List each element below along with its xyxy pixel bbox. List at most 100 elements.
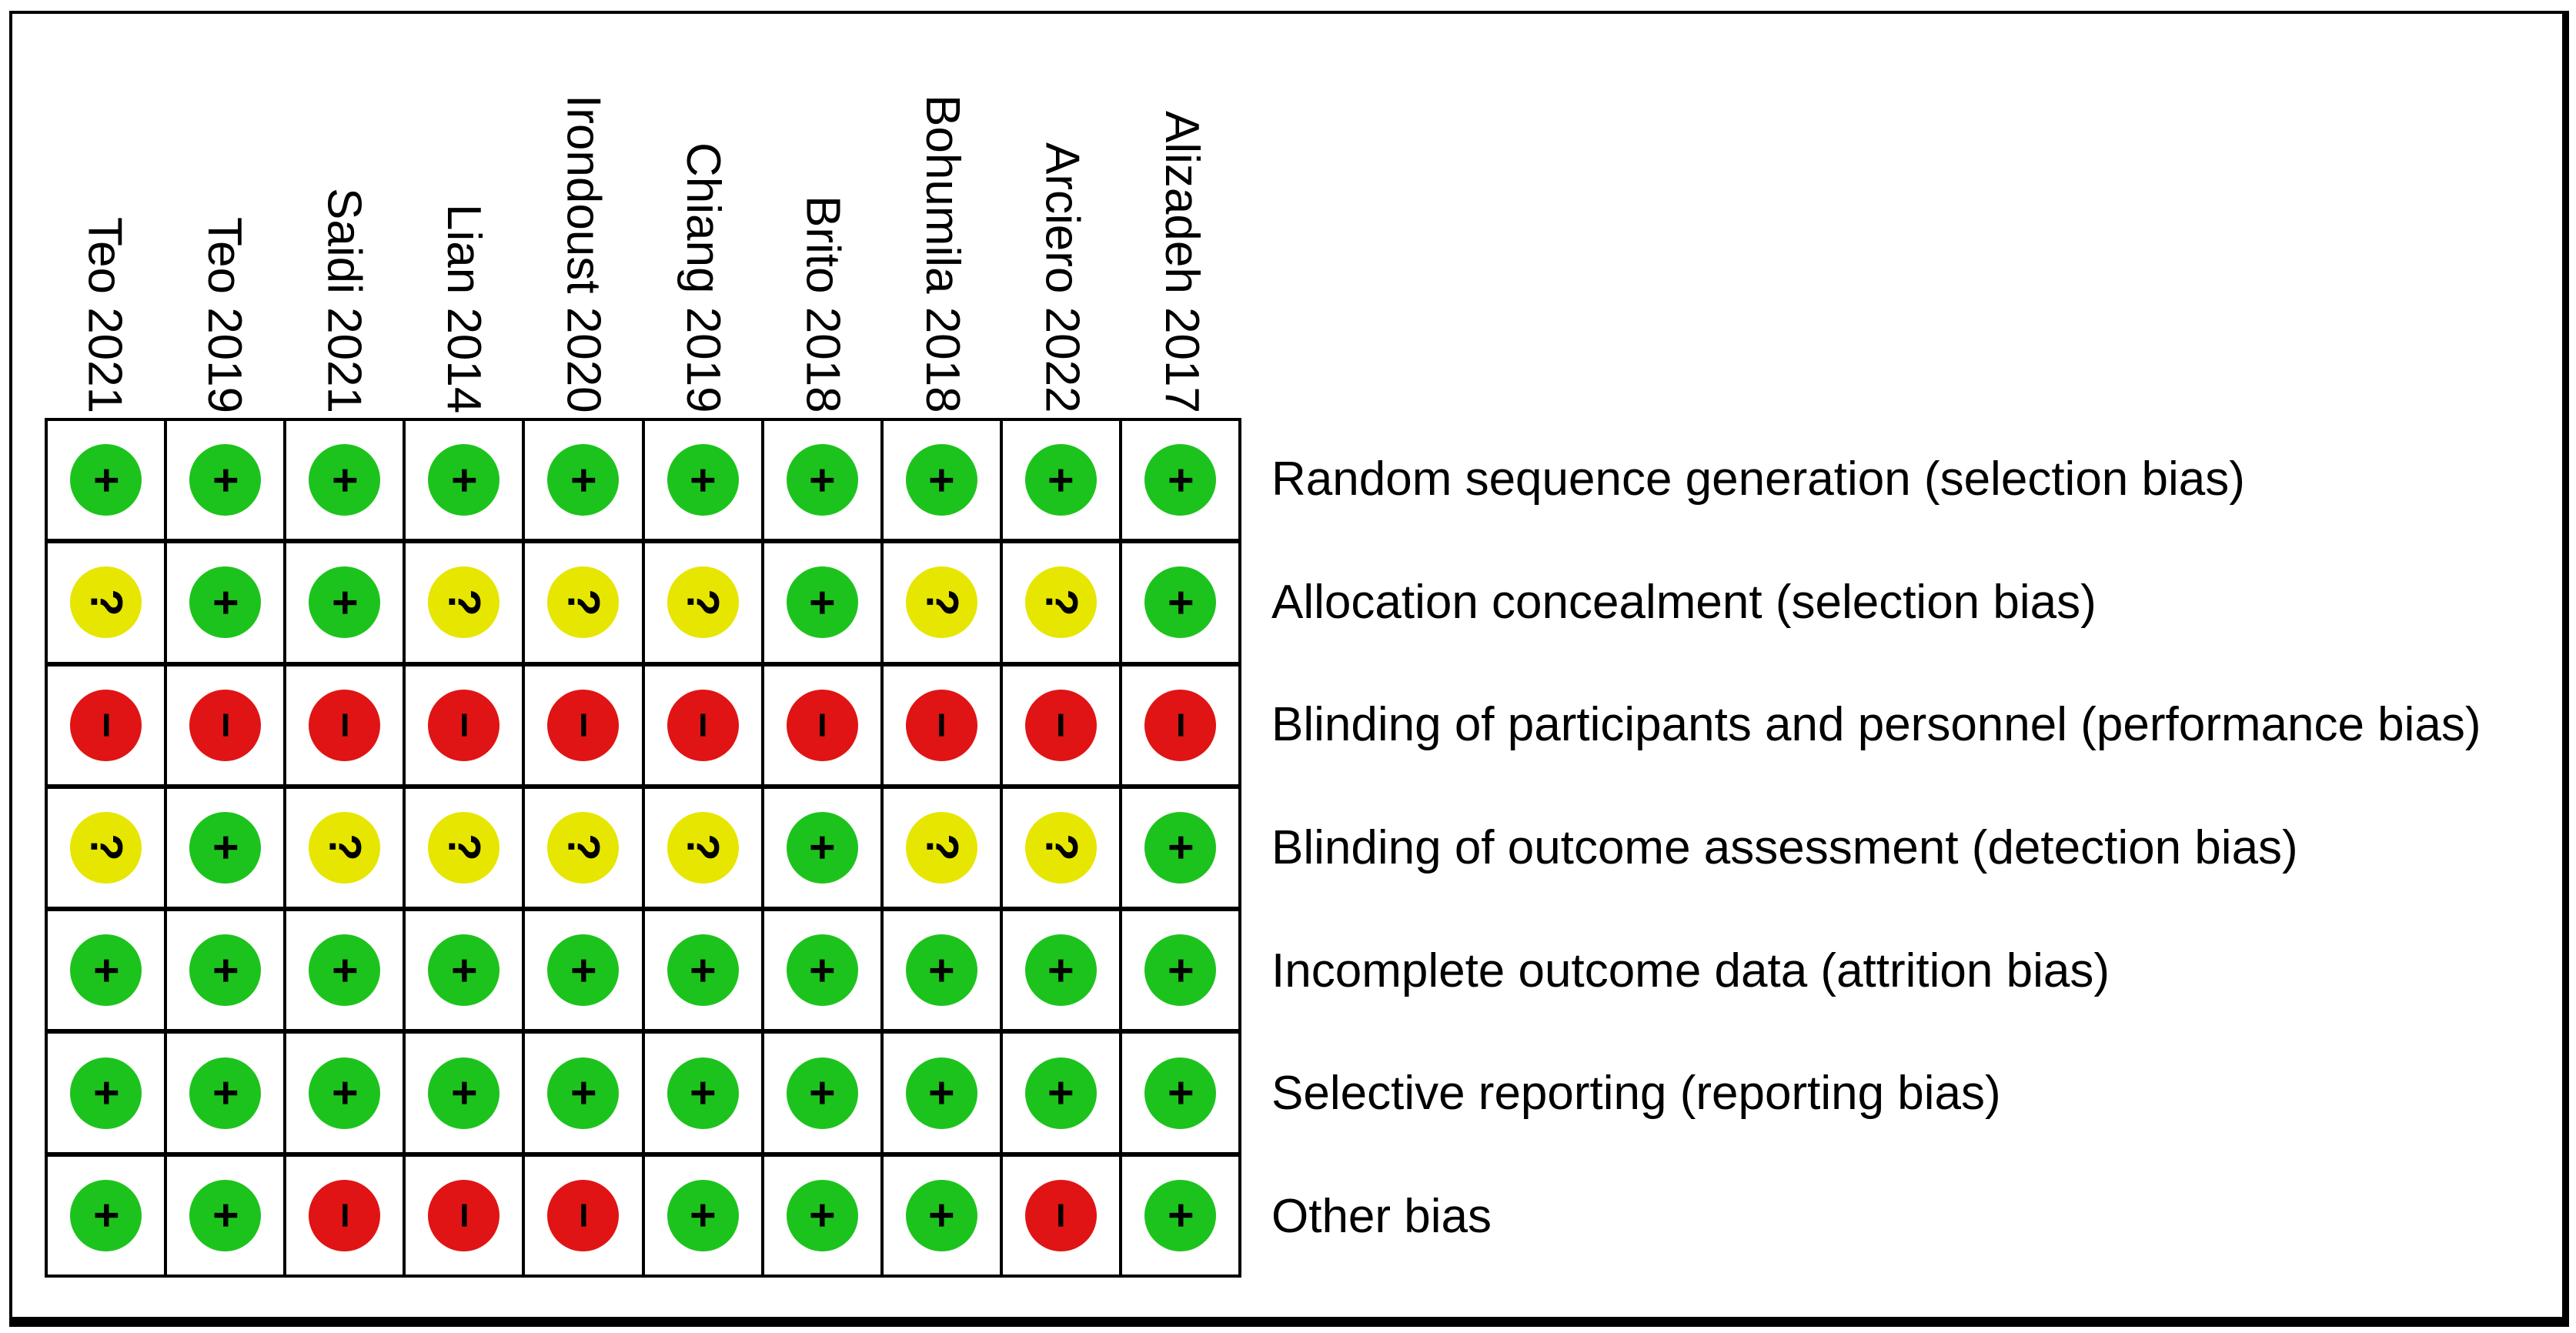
criteria-labels: Random sequence generation (selection bi…: [1271, 418, 2564, 1278]
judgement-symbol: −: [1036, 712, 1087, 739]
judgement-symbol: ?: [917, 589, 967, 616]
judgement-symbol: +: [81, 1202, 132, 1229]
study-header: Bohumila 2018: [883, 14, 1003, 418]
study-header-label: Irondoust 2020: [556, 95, 610, 413]
rob-cell: ?: [1002, 788, 1119, 907]
rob-cell: +: [406, 421, 523, 540]
judgement-high-circle: −: [70, 689, 142, 761]
judgement-high-circle: −: [309, 689, 381, 761]
rob-cell: −: [286, 666, 403, 784]
rob-cell: ?: [525, 788, 642, 907]
judgement-low-circle: +: [189, 934, 262, 1007]
judgement-symbol: +: [200, 834, 251, 861]
rob-grid-row: ?+????+??+: [48, 788, 1238, 907]
rob-cell: −: [1002, 666, 1119, 784]
judgement-low-circle: +: [667, 1057, 739, 1129]
judgement-unclear-circle: ?: [428, 811, 500, 884]
judgement-low-circle: +: [189, 1179, 262, 1251]
judgement-symbol: +: [917, 466, 967, 493]
judgement-low-circle: +: [786, 811, 858, 884]
rob-cell: +: [167, 543, 284, 662]
rob-cell: ?: [406, 788, 523, 907]
judgement-unclear-circle: ?: [70, 566, 142, 639]
judgement-unclear-circle: ?: [547, 566, 620, 639]
judgement-symbol: ?: [81, 589, 132, 616]
judgement-high-circle: −: [189, 689, 262, 761]
study-header-label: Teo 2019: [197, 216, 251, 413]
judgement-symbol: ?: [558, 589, 609, 616]
judgement-symbol: +: [200, 589, 251, 616]
judgement-high-circle: −: [1144, 689, 1216, 761]
study-header-label: Arciero 2022: [1035, 142, 1089, 413]
judgement-symbol: −: [797, 712, 848, 739]
criterion-label: Blinding of outcome assessment (detectio…: [1271, 820, 2298, 874]
rob-grid-row: ++++++++++: [48, 911, 1238, 1030]
judgement-high-circle: −: [547, 689, 620, 761]
study-header: Arciero 2022: [1002, 14, 1122, 418]
judgement-symbol: +: [797, 466, 848, 493]
rob-cell: −: [406, 666, 523, 784]
study-header: Alizadeh 2017: [1122, 14, 1242, 418]
judgement-symbol: +: [917, 1202, 967, 1229]
judgement-symbol: ?: [81, 834, 132, 862]
judgement-symbol: ?: [558, 834, 609, 862]
figure-frame: [9, 11, 2569, 1327]
judgement-symbol: ?: [439, 834, 489, 862]
judgement-low-circle: +: [1024, 934, 1097, 1007]
judgement-symbol: +: [200, 1202, 251, 1229]
judgement-low-circle: +: [189, 811, 262, 884]
judgement-symbol: +: [797, 957, 848, 984]
judgement-low-circle: +: [1144, 566, 1216, 639]
judgement-symbol: +: [1155, 466, 1206, 493]
judgement-symbol: +: [797, 1202, 848, 1229]
judgement-low-circle: +: [786, 444, 858, 516]
judgement-unclear-circle: ?: [70, 811, 142, 884]
judgement-low-circle: +: [905, 1179, 977, 1251]
rob-cell: ?: [406, 543, 523, 662]
criterion-label: Other bias: [1271, 1189, 1492, 1243]
judgement-symbol: −: [319, 712, 370, 739]
judgement-symbol: +: [439, 1080, 489, 1106]
rob-grid-row: ++++++++++: [48, 421, 1238, 540]
rob-cell: +: [763, 1034, 880, 1152]
judgement-low-circle: +: [309, 444, 381, 516]
rob-grid-row: −−−−−−−−−−: [48, 666, 1238, 784]
judgement-symbol: ?: [439, 589, 489, 616]
judgement-symbol: ?: [1036, 589, 1087, 616]
judgement-low-circle: +: [70, 934, 142, 1007]
judgement-low-circle: +: [905, 934, 977, 1007]
judgement-low-circle: +: [428, 1057, 500, 1129]
judgement-symbol: −: [678, 712, 729, 739]
study-header: Lian 2014: [404, 14, 524, 418]
judgement-symbol: +: [319, 957, 370, 984]
rob-cell: +: [763, 1156, 880, 1275]
study-headers: Teo 2021 Teo 2019 Saidi 2021 Lian 2014 I…: [45, 14, 1241, 418]
rob-cell: +: [1121, 911, 1238, 1030]
judgement-symbol: ?: [678, 834, 729, 862]
judgement-symbol: +: [319, 466, 370, 493]
judgement-high-circle: −: [905, 689, 977, 761]
rob-cell: −: [644, 666, 761, 784]
rob-cell: +: [286, 911, 403, 1030]
study-header: Saidi 2021: [284, 14, 404, 418]
judgement-symbol: −: [558, 1202, 609, 1229]
rob-cell: ?: [48, 543, 165, 662]
rob-cell: +: [1002, 1034, 1119, 1152]
rob-cell: +: [1121, 421, 1238, 540]
judgement-symbol: +: [797, 834, 848, 861]
judgement-symbol: +: [678, 1080, 729, 1106]
judgement-symbol: −: [81, 712, 132, 739]
judgement-symbol: +: [1155, 834, 1206, 861]
rob-cell: +: [883, 911, 1000, 1030]
judgement-low-circle: +: [547, 934, 620, 1007]
judgement-low-circle: +: [189, 1057, 262, 1129]
judgement-symbol: +: [678, 466, 729, 493]
judgement-low-circle: +: [905, 444, 977, 516]
judgement-symbol: +: [1155, 1080, 1206, 1106]
study-header: Teo 2019: [165, 14, 285, 418]
rob-cell: −: [48, 666, 165, 784]
rob-cell: −: [1121, 666, 1238, 784]
judgement-symbol: +: [797, 1080, 848, 1106]
judgement-low-circle: +: [1144, 444, 1216, 516]
